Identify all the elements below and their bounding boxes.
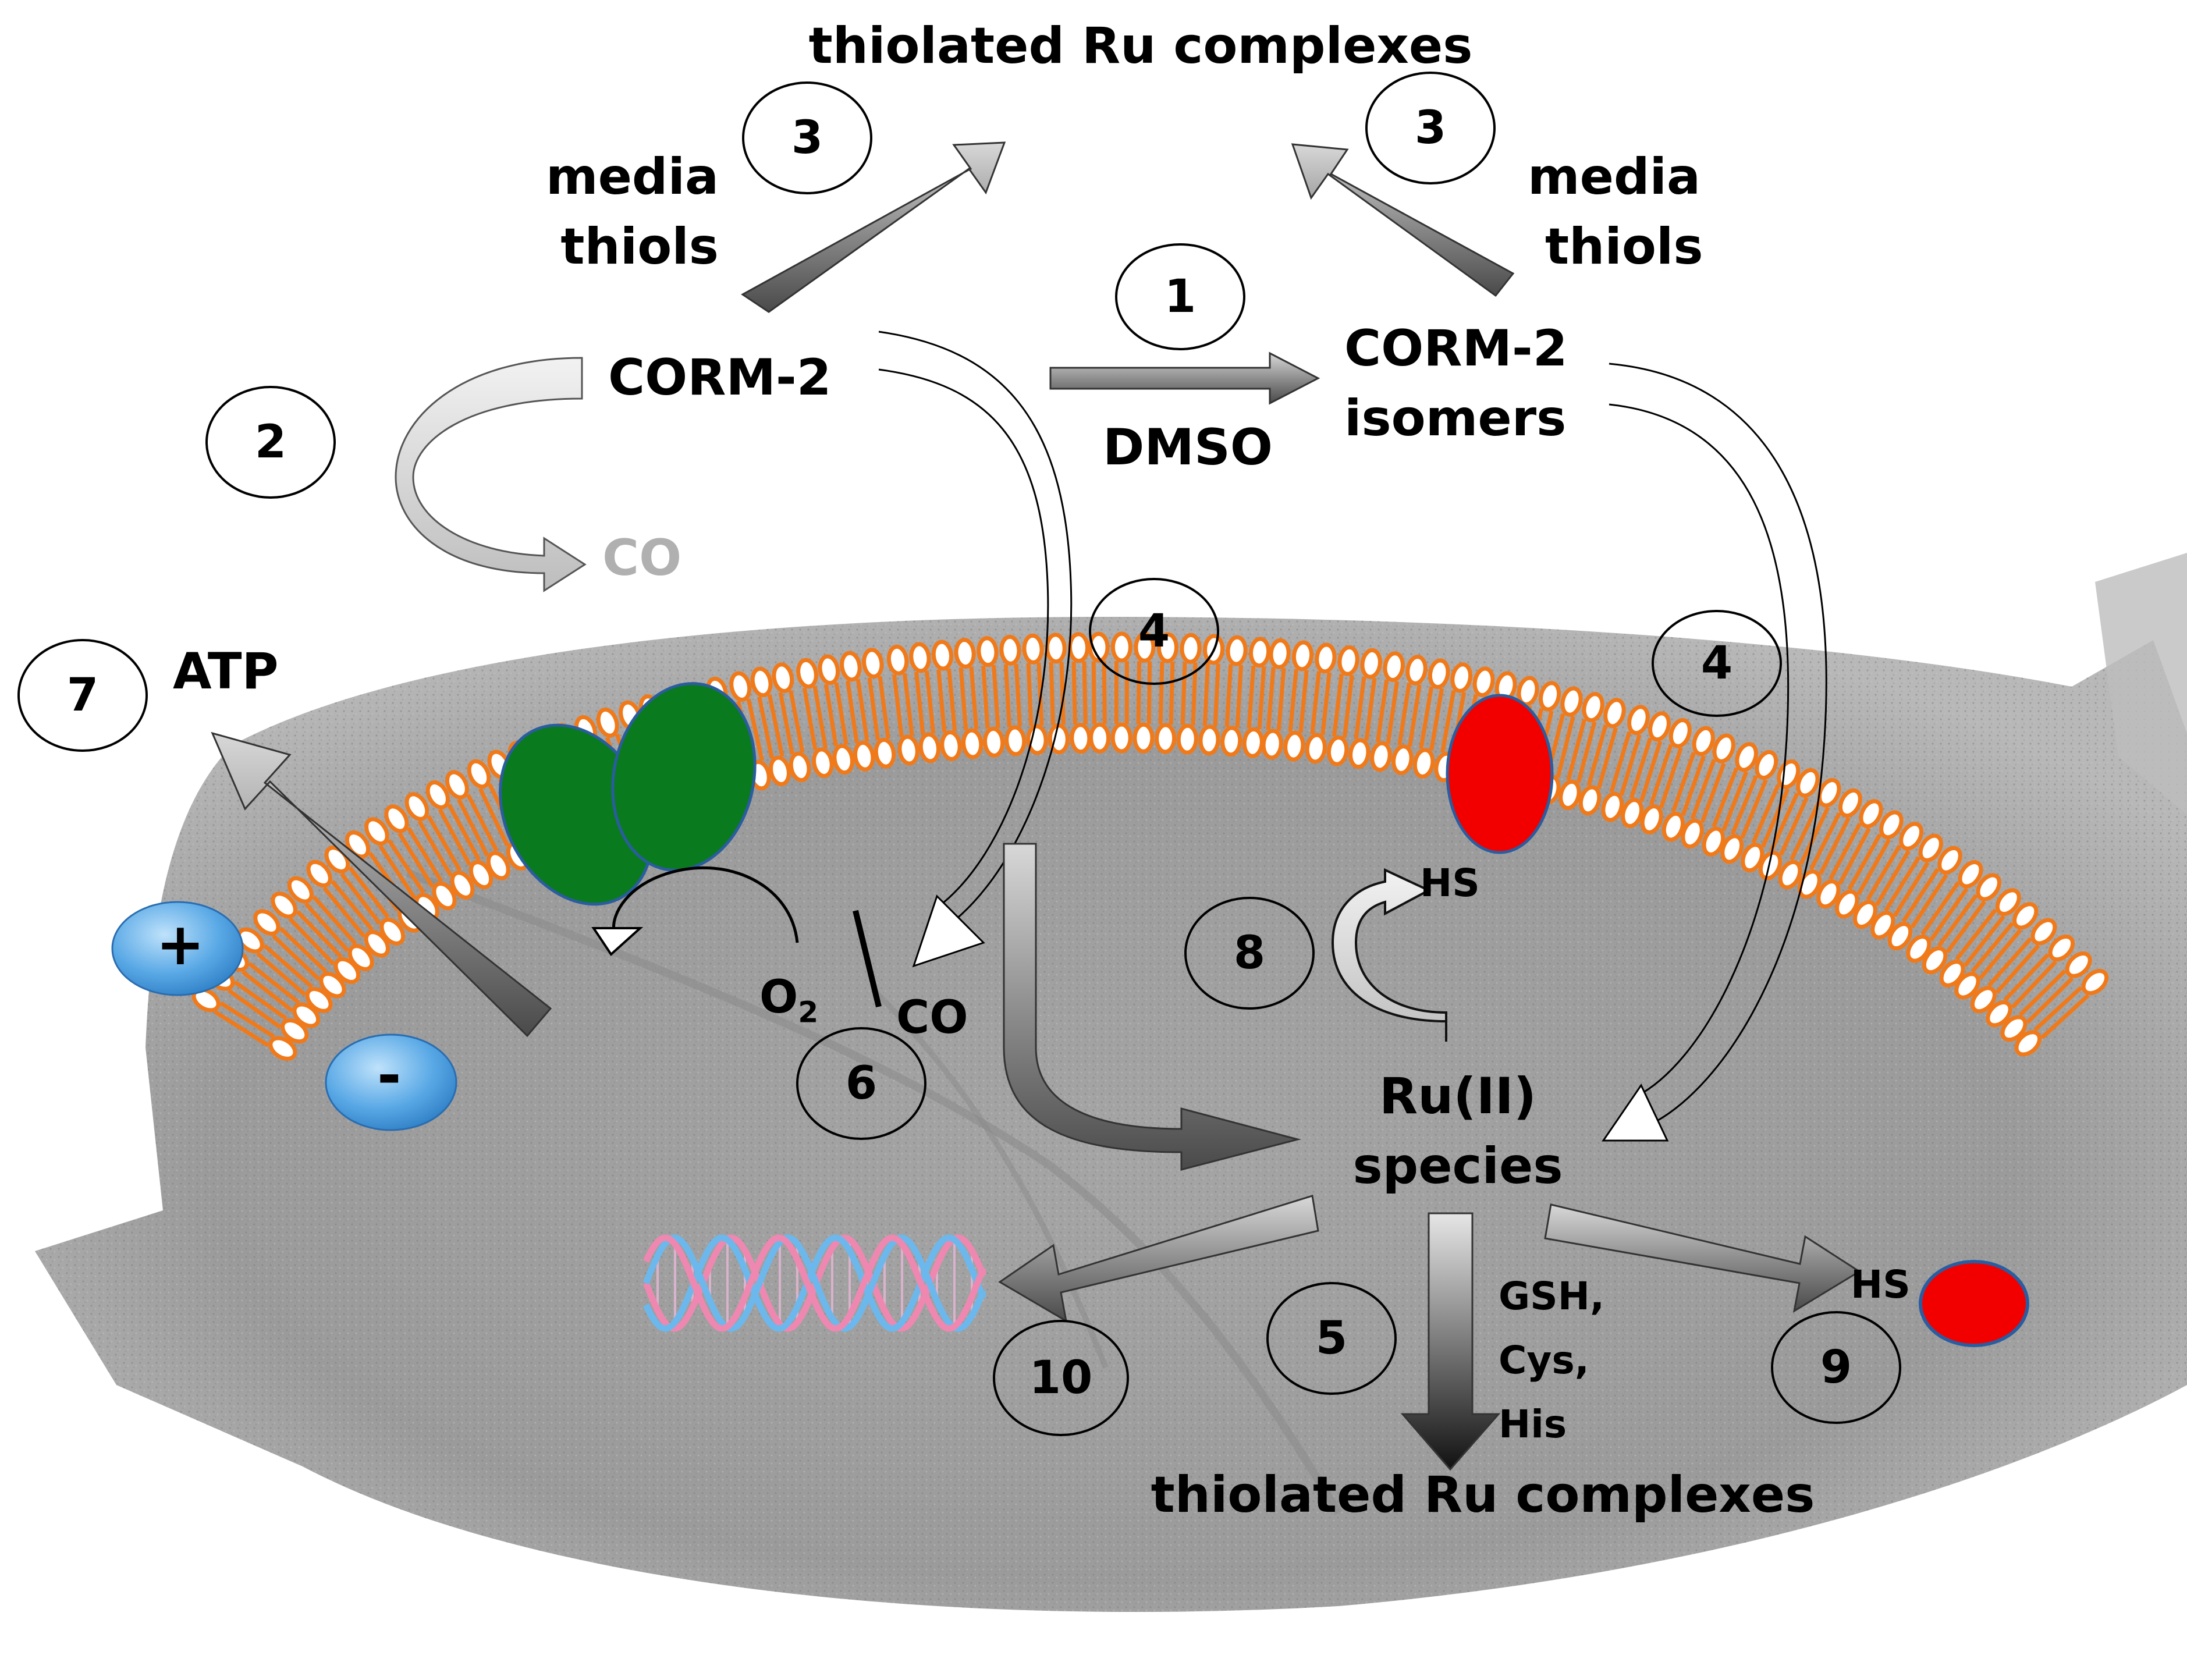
arrow-media-thiols-right (1291, 143, 1515, 297)
green-transporter-icon (499, 682, 757, 906)
step-number-9: 9 (1820, 1341, 1852, 1394)
hs-protein-label: HS (1851, 1262, 1911, 1307)
o2-label: O2 (759, 971, 819, 1029)
step-number-5: 5 (1315, 1312, 1348, 1365)
co-inhibition-bar (853, 910, 882, 1008)
step-number-6: 6 (845, 1057, 878, 1110)
arrow-to-dna (998, 1195, 1319, 1323)
arrow-media-thiols-left (741, 141, 1006, 313)
media-thiols-right-line2: thiols (1545, 218, 1703, 276)
gsh-label: GSH, (1499, 1274, 1605, 1319)
cation-sign: + (156, 910, 205, 978)
step-number-10: 10 (1029, 1352, 1093, 1404)
ru-species-line1: Ru(II) (1379, 1067, 1537, 1125)
co-released-label: CO (602, 529, 682, 587)
step-number-4-left: 4 (1138, 605, 1170, 658)
media-thiols-left-line2: thiols (560, 218, 719, 276)
step-circles (17, 72, 1901, 1436)
top-products-label: thiolated Ru complexes (808, 17, 1473, 75)
cation-icon (111, 901, 244, 996)
media-thiols-right-line1: media (1528, 148, 1701, 206)
anion-sign: - (377, 1041, 402, 1109)
dmso-label: DMSO (1103, 418, 1273, 477)
arrow-uptake-right (1602, 363, 1827, 1142)
hs-membrane-label: HS (1420, 861, 1480, 905)
anion-icon (325, 1033, 457, 1131)
dna-helix-icon (642, 1234, 987, 1332)
step-number-8: 8 (1233, 927, 1266, 979)
media-thiols-left-line1: media (545, 148, 719, 206)
corm2-isomers-line2: isomers (1344, 389, 1567, 447)
red-intracellular-protein-icon (1919, 1260, 2029, 1347)
arrow-to-protein (1544, 1203, 1861, 1313)
ru-species-line2: species (1352, 1137, 1563, 1195)
corm2-label: CORM-2 (608, 349, 832, 407)
arrow-step5-down (1400, 1212, 1501, 1471)
arrow-co-release (395, 357, 587, 592)
arrow-atp (211, 731, 552, 1038)
step-number-4-right: 4 (1700, 637, 1733, 690)
arrow-membrane-thiol (1331, 868, 1447, 1042)
step-number-7: 7 (66, 669, 99, 722)
arrow-o2-consumption (591, 866, 799, 957)
step-number-3-right: 3 (1414, 102, 1447, 154)
co-inhibitor-label: CO (896, 992, 968, 1044)
arrow-to-ru-species (1003, 843, 1301, 1171)
step-number-2: 2 (254, 416, 287, 468)
his-label: His (1499, 1402, 1567, 1447)
step-number-1: 1 (1164, 271, 1197, 323)
arrow-dmso (1049, 351, 1320, 405)
cys-label: Cys, (1499, 1338, 1589, 1383)
bottom-products-label: thiolated Ru complexes (1151, 1466, 1815, 1524)
red-membrane-protein-icon (1446, 694, 1554, 854)
atp-label: ATP (173, 642, 279, 701)
step-number-3-left: 3 (791, 112, 823, 164)
corm2-isomers-line1: CORM-2 (1344, 319, 1568, 378)
